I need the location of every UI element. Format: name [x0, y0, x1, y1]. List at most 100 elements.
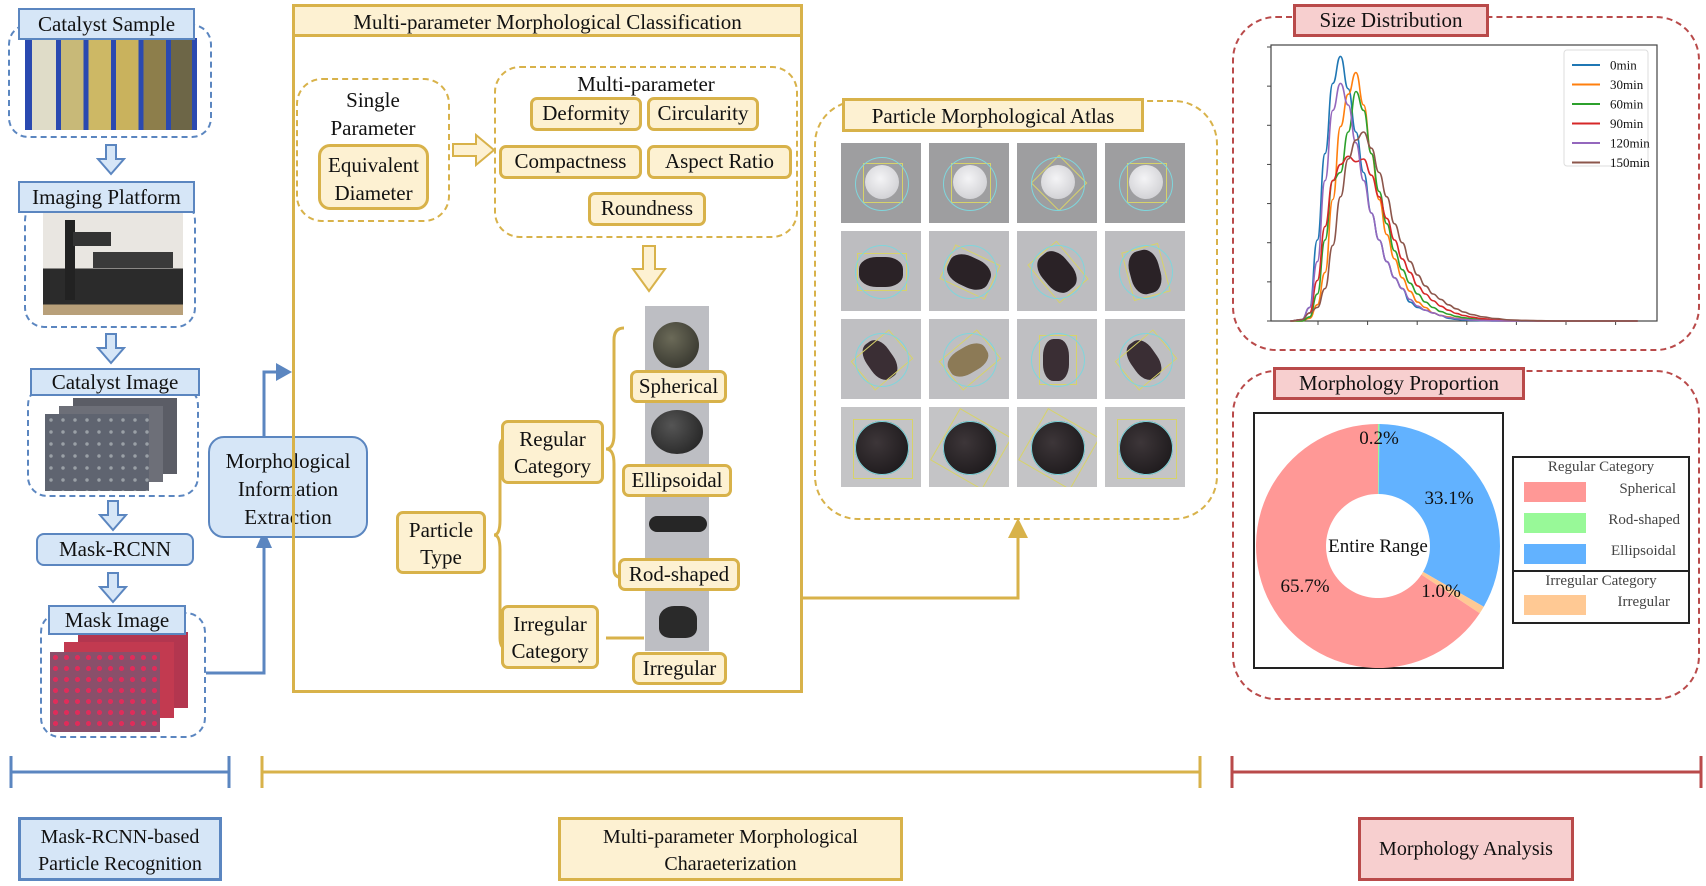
fitted-circle — [943, 421, 997, 475]
stage-label-analysis: Morphology Analysis — [1358, 817, 1574, 881]
extraction-line: Extraction — [244, 505, 332, 529]
bracket-characterization — [260, 756, 1202, 788]
morphological-extraction-node: Morphological Information Extraction — [208, 436, 368, 538]
down-arrow-icon — [97, 572, 129, 604]
bounding-box — [1117, 419, 1177, 479]
size-distribution-title: Size Distribution — [1293, 4, 1489, 37]
donut-slice-ellipsoidal — [1378, 424, 1500, 607]
multi-parameter-heading: Multi-parameter — [577, 72, 715, 96]
atlas-tile — [929, 143, 1009, 223]
stage-brackets — [9, 756, 1703, 788]
donut-slice-spherical — [1256, 424, 1480, 668]
fitted-circle — [943, 333, 997, 387]
atlas-tile — [841, 407, 921, 487]
fitted-circle — [1119, 245, 1173, 299]
legend-item: Irregular — [1524, 594, 1684, 616]
legend-item: Ellipsoidal — [1524, 542, 1684, 564]
bracket-analysis — [1230, 756, 1703, 788]
legend-group-irregular: Irregular Category Irregular — [1514, 572, 1688, 624]
legend-swatch — [1524, 544, 1586, 564]
catalyst-sample-photo — [25, 38, 197, 130]
leaf-spherical: Spherical — [630, 370, 727, 403]
catalyst-image-stack — [45, 398, 177, 491]
pipeline-connectors — [206, 363, 292, 675]
down-arrow-icon — [97, 500, 129, 532]
legend-label: Spherical — [1619, 481, 1676, 497]
mask-rcnn-node: Mask-RCNN — [36, 533, 194, 566]
catalyst-sample-label: Catalyst Sample — [18, 8, 195, 40]
atlas-tile — [841, 143, 921, 223]
atlas-tile — [929, 407, 1009, 487]
donut-legend: Regular Category Spherical Rod-shaped El… — [1512, 456, 1690, 624]
fitted-circle — [1119, 157, 1173, 211]
fitted-circle — [943, 157, 997, 211]
stage-label-characterization: Multi-parameter Morphological Charaeteri… — [558, 817, 903, 881]
donut-slice-rod-shaped — [1378, 424, 1380, 495]
legend-label: 0min — [1610, 58, 1637, 73]
fitted-circle — [1031, 245, 1085, 299]
legend-label: 150min — [1610, 155, 1650, 170]
size-distribution-chart: 0min 30min 60min 90min 120min 150min — [1267, 44, 1658, 325]
equivalent-diameter-chip: Equivalent Diameter — [318, 144, 429, 210]
fitted-circle — [855, 157, 909, 211]
legend-item: Spherical — [1524, 480, 1684, 502]
legend-label: Irregular — [1617, 594, 1670, 610]
down-arrow-icon — [95, 333, 127, 365]
donut-value-label: 65.7% — [1280, 576, 1329, 597]
leaf-irregular: Irregular — [632, 652, 727, 685]
imaging-platform-label: Imaging Platform — [18, 181, 195, 213]
atlas-tile — [841, 319, 921, 399]
legend-label: Rod-shaped — [1608, 512, 1680, 528]
tree-connectors — [493, 326, 644, 652]
legend-label: 30min — [1610, 77, 1644, 92]
legend-label: Ellipsoidal — [1611, 543, 1676, 559]
chart-legend: 0min 30min 60min 90min 120min 150min — [1563, 49, 1650, 170]
atlas-tile — [1105, 319, 1185, 399]
particle-type-node: Particle Type — [396, 511, 486, 574]
irregular-category-node: Irregular Category — [501, 605, 599, 669]
legend-swatch — [1524, 482, 1586, 502]
donut-value-label: 33.1% — [1424, 488, 1473, 509]
atlas-tile — [929, 231, 1009, 311]
fitted-circle — [1119, 421, 1173, 475]
regular-category-node: Regular Category — [501, 420, 604, 484]
single-parameter-heading: Single Parameter — [330, 88, 416, 140]
fitted-circle — [1119, 333, 1173, 387]
atlas-tile — [1017, 143, 1097, 223]
donut-slice-irregular — [1421, 571, 1484, 614]
single-parameter-group — [296, 78, 450, 222]
atlas-tile — [1105, 143, 1185, 223]
atlas-tile — [1105, 407, 1185, 487]
atlas-grid — [841, 143, 1187, 489]
right-arrow-icon — [452, 132, 496, 168]
donut-box — [1253, 412, 1504, 669]
fitted-circle — [1031, 333, 1085, 387]
legend-group-title: Regular Category — [1547, 459, 1655, 475]
donut-value-label: 0.2% — [1359, 428, 1399, 449]
atlas-connector — [803, 518, 1028, 600]
mask-image-stack — [50, 632, 190, 732]
atlas-tile — [841, 231, 921, 311]
atlas-tile — [1017, 407, 1097, 487]
legend-label: 120min — [1610, 136, 1650, 151]
atlas-tile — [1105, 231, 1185, 311]
param-chip-circularity: Circularity — [647, 97, 759, 131]
imaging-platform-photo — [43, 212, 183, 315]
classification-title: Multi-parameter Morphological Classifica… — [292, 4, 803, 37]
catalyst-image-label: Catalyst Image — [30, 368, 200, 396]
leaf-rod-shaped: Rod-shaped — [618, 558, 740, 591]
morphology-proportion-title: Morphology Proportion — [1273, 367, 1525, 400]
legend-label: 90min — [1610, 116, 1644, 131]
atlas-tile — [929, 319, 1009, 399]
legend-item: Rod-shaped — [1524, 511, 1684, 533]
param-chip-deformity: Deformity — [530, 97, 642, 131]
fitted-circle — [1031, 421, 1085, 475]
down-arrow-icon — [95, 144, 127, 176]
atlas-tile — [1017, 319, 1097, 399]
bracket-recognition — [9, 756, 231, 788]
atlas-title: Particle Morphological Atlas — [842, 98, 1144, 132]
extraction-line: Morphological — [225, 449, 351, 473]
series-line-150min — [1290, 131, 1638, 322]
donut-center-label: Entire Range — [1328, 536, 1428, 557]
legend-label: 60min — [1610, 97, 1644, 112]
